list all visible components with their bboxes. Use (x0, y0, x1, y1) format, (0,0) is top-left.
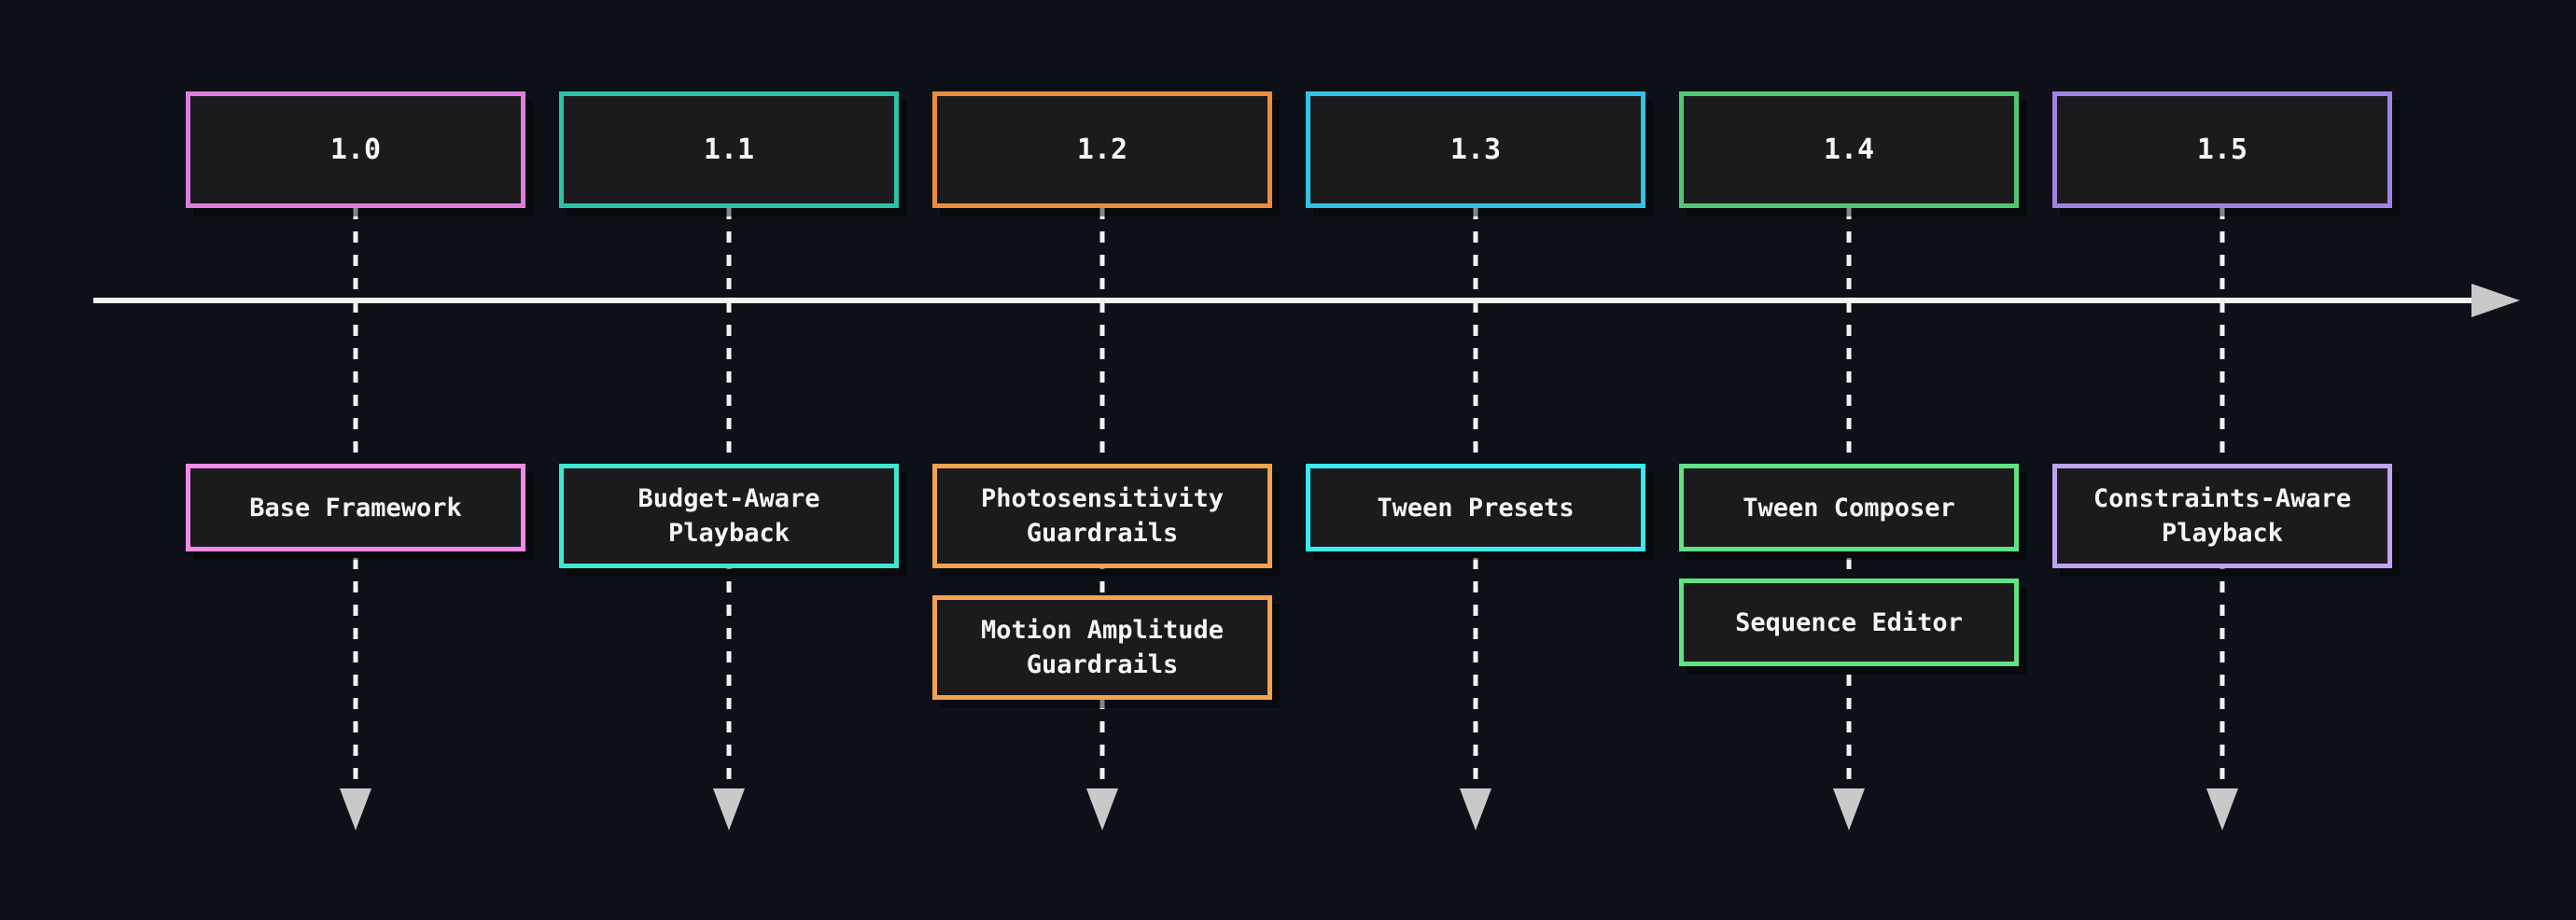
feature-stack: Tween Composer Sequence Editor (1679, 464, 2019, 666)
feature-node-tween-composer: Tween Composer (1679, 464, 2019, 551)
down-arrowhead-icon (2206, 788, 2238, 830)
version-node-1-2: 1.2 (932, 91, 1272, 208)
feature-node-photosensitivity-guardrails: Photosensitivity Guardrails (932, 464, 1272, 568)
version-label: 1.2 (1076, 133, 1128, 166)
feature-label: Constraints-Aware Playback (2093, 484, 2352, 548)
timeline-column-1-3: 1.3 Tween Presets (1289, 0, 1662, 920)
feature-label: Budget-Aware Playback (637, 484, 820, 548)
timeline-column-1-5: 1.5 Constraints-Aware Playback (2036, 0, 2409, 920)
feature-stack: Base Framework (186, 464, 525, 551)
version-node-1-5: 1.5 (2052, 91, 2392, 208)
version-node-1-1: 1.1 (559, 91, 899, 208)
feature-node-constraints-aware-playback: Constraints-Aware Playback (2052, 464, 2392, 568)
feature-label: Motion Amplitude Guardrails (980, 616, 1225, 679)
timeline-column-1-0: 1.0 Base Framework (169, 0, 542, 920)
version-label: 1.5 (2196, 133, 2248, 166)
timeline-column-1-2: 1.2 Photosensitivity Guardrails Motion A… (916, 0, 1289, 920)
down-arrowhead-icon (1086, 788, 1118, 830)
feature-node-sequence-editor: Sequence Editor (1679, 578, 2019, 666)
feature-label: Base Framework (249, 493, 462, 523)
version-label: 1.4 (1823, 133, 1875, 166)
feature-node-tween-presets: Tween Presets (1306, 464, 1645, 551)
version-node-1-3: 1.3 (1306, 91, 1645, 208)
feature-stack: Budget-Aware Playback (559, 464, 899, 568)
down-arrowhead-icon (1460, 788, 1491, 830)
down-arrowhead-icon (1833, 788, 1865, 830)
timeline-axis-line (93, 298, 2473, 303)
version-label: 1.0 (329, 133, 382, 166)
feature-label: Tween Composer (1743, 493, 1955, 523)
version-label: 1.1 (703, 133, 755, 166)
feature-node-base-framework: Base Framework (186, 464, 525, 551)
feature-stack: Tween Presets (1306, 464, 1645, 551)
timeline-column-1-4: 1.4 Tween Composer Sequence Editor (1662, 0, 2036, 920)
timeline-axis-arrowhead-icon (2471, 284, 2520, 317)
feature-stack: Photosensitivity Guardrails Motion Ampli… (932, 464, 1272, 700)
timeline-column-1-1: 1.1 Budget-Aware Playback (542, 0, 916, 920)
feature-node-budget-aware-playback: Budget-Aware Playback (559, 464, 899, 568)
down-arrowhead-icon (713, 788, 745, 830)
feature-stack: Constraints-Aware Playback (2052, 464, 2392, 568)
version-node-1-0: 1.0 (186, 91, 525, 208)
feature-label: Sequence Editor (1735, 607, 1963, 637)
feature-node-motion-amplitude-guardrails: Motion Amplitude Guardrails (932, 595, 1272, 700)
down-arrowhead-icon (340, 788, 371, 830)
feature-label: Photosensitivity Guardrails (980, 484, 1225, 548)
feature-label: Tween Presets (1377, 493, 1575, 523)
version-node-1-4: 1.4 (1679, 91, 2019, 208)
version-label: 1.3 (1449, 133, 1502, 166)
